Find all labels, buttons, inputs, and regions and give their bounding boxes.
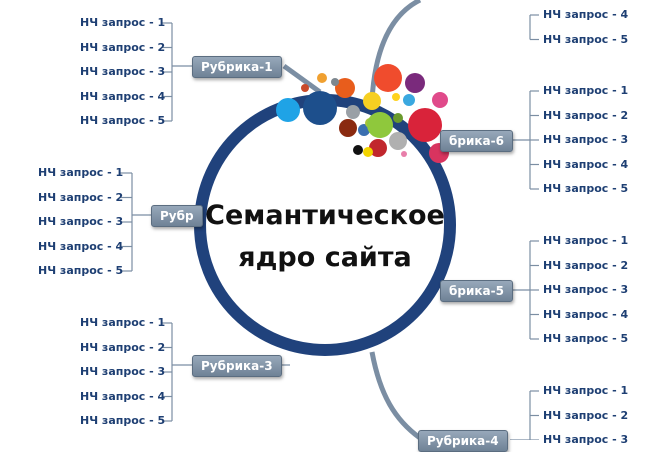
core-to-bottom-rubric-connector [369, 351, 422, 440]
query-label: НЧ запрос - 1 [543, 384, 629, 397]
bubble-dot [392, 93, 400, 101]
query-label: НЧ запрос - 5 [543, 182, 629, 195]
bubble-dot [369, 139, 387, 157]
mind-map: Семантическое ядро сайта НЧ запрос - 1 НЧ… [38, 0, 629, 452]
bubble-dot [335, 78, 355, 98]
query-label: НЧ запрос - 2 [543, 408, 629, 422]
rubric-node-r4: Рубрика-4 [418, 430, 508, 452]
rubric-node-r5: брика-5 [440, 280, 513, 302]
query-label: НЧ запрос - 3 [80, 65, 166, 78]
query-label: НЧ запрос - 1 [543, 234, 629, 247]
query-label: НЧ запрос - 3 [80, 365, 166, 378]
query-label: НЧ запрос - 5 [543, 332, 629, 345]
rubric-node-r2: Рубр [151, 205, 203, 227]
query-label: НЧ запрос - 4 [38, 239, 124, 253]
rubric-node-r6: брика-6 [440, 130, 513, 152]
bubble-dot [374, 64, 402, 92]
query-label: НЧ запрос - 3 [543, 433, 629, 446]
bubble-dot [367, 112, 393, 138]
query-label: НЧ запрос - 1 [80, 16, 166, 29]
bubble-dot [432, 92, 448, 108]
query-label: НЧ запрос - 3 [543, 283, 629, 296]
query-label: НЧ запрос - 5 [543, 32, 629, 46]
bubble-dot [363, 147, 373, 157]
bubble-dot [339, 119, 357, 137]
bubble-dot [408, 108, 442, 142]
bubble-dot [276, 98, 300, 122]
query-label: НЧ запрос - 4 [80, 89, 166, 103]
core-to-top-rubric-connector [369, 0, 422, 101]
query-label: НЧ запрос - 5 [80, 114, 166, 127]
core-title: Семантическое ядро сайта [200, 195, 450, 279]
bubble-dot [403, 94, 415, 106]
bubble-dot [301, 84, 309, 92]
query-label: НЧ запрос - 4 [543, 8, 629, 21]
query-label: НЧ запрос - 1 [543, 84, 629, 97]
query-label: НЧ запрос - 2 [80, 40, 166, 54]
query-label: НЧ запрос - 5 [38, 264, 124, 277]
connector-lines [120, 0, 539, 440]
query-label: НЧ запрос - 4 [80, 389, 166, 403]
bubble-dot [405, 73, 425, 93]
query-label: НЧ запрос - 4 [543, 157, 629, 171]
query-label: НЧ запрос - 1 [38, 166, 124, 179]
query-label: НЧ запрос - 1 [80, 316, 166, 329]
query-label: НЧ запрос - 2 [543, 108, 629, 122]
query-label: НЧ запрос - 3 [38, 215, 124, 228]
bubble-dot [331, 78, 339, 86]
query-label: НЧ запрос - 4 [543, 307, 629, 321]
bubble-dot [317, 73, 327, 83]
query-label: НЧ запрос - 2 [38, 190, 124, 204]
core-title-line2: ядро сайта [238, 242, 412, 273]
query-label: НЧ запрос - 5 [80, 414, 166, 427]
bubble-dot [389, 132, 407, 150]
bubble-dot [346, 105, 360, 119]
rubric-node-r1: Рубрика-1 [192, 56, 282, 78]
bubble-dot [303, 91, 337, 125]
bubble-dot [353, 145, 363, 155]
bubble-cluster [276, 64, 449, 163]
query-label: НЧ запрос - 3 [543, 133, 629, 146]
bubble-dot [363, 92, 381, 110]
core-to-rubric1-connector [282, 63, 322, 95]
bubble-dot [393, 113, 403, 123]
bubble-dot [401, 151, 407, 157]
core-title-line1: Семантическое [205, 200, 445, 231]
query-label: НЧ запрос - 2 [543, 258, 629, 272]
query-label: НЧ запрос - 2 [80, 340, 166, 354]
rubric-node-r3: Рубрика-3 [192, 355, 282, 377]
